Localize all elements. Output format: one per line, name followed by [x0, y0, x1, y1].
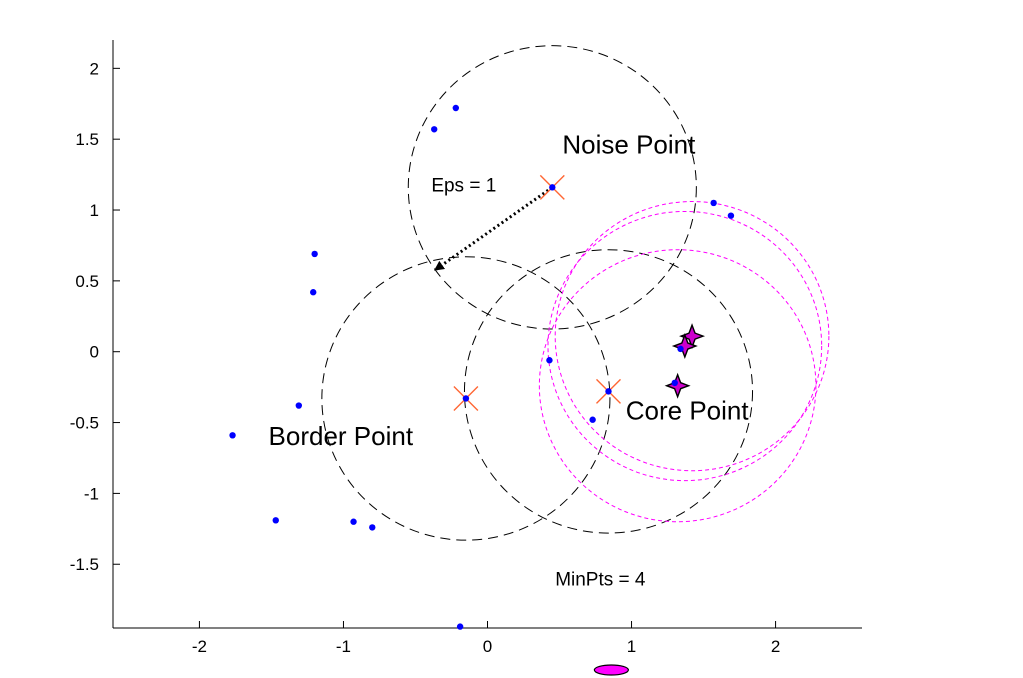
- data-point: [727, 212, 735, 219]
- noise-label: Noise Point: [562, 129, 696, 159]
- y-tick-label: -1.5: [70, 555, 99, 574]
- data-point: [710, 199, 717, 207]
- data-point: [369, 524, 376, 531]
- data-point: [272, 517, 279, 524]
- data-point: [452, 104, 460, 112]
- y-tick-label: 1: [90, 201, 99, 220]
- x-tick-label: 1: [627, 637, 636, 656]
- data-point: [456, 623, 464, 630]
- data-point: [295, 402, 303, 409]
- core-label: Core Point: [626, 396, 750, 426]
- x-tick-label: -2: [192, 637, 207, 656]
- data-point: [589, 416, 596, 423]
- eps-circle: [463, 249, 754, 534]
- eps-arrow: [434, 186, 554, 271]
- data-point: [310, 289, 317, 296]
- data-point: [605, 388, 612, 395]
- x-tick-label: -1: [336, 637, 351, 656]
- data-point: [350, 518, 357, 525]
- data-point: [311, 250, 318, 258]
- magenta-marker: [593, 664, 629, 676]
- core-neighborhood-circle: [547, 210, 823, 482]
- y-tick-label: -1: [84, 484, 99, 503]
- eps-label: Eps = 1: [431, 176, 496, 197]
- y-tick-label: 1.5: [75, 130, 99, 149]
- data-point: [462, 395, 470, 402]
- core-star-marker: [664, 372, 691, 399]
- x-tick-label: 0: [483, 637, 492, 656]
- y-tick-label: -0.5: [70, 414, 99, 433]
- data-point: [431, 126, 438, 133]
- minpts-label: MinPts = 4: [555, 569, 646, 590]
- data-point: [229, 432, 236, 439]
- y-tick-label: 0: [90, 343, 99, 362]
- data-point: [546, 357, 553, 364]
- border-label: Border Point: [269, 421, 414, 451]
- y-tick-label: 0.5: [75, 272, 99, 291]
- data-point: [677, 345, 684, 353]
- core-neighborhood-circle: [554, 201, 830, 472]
- eps-circle: [321, 256, 611, 541]
- data-point: [549, 184, 556, 191]
- data-point: [671, 379, 678, 387]
- x-tick-label: 2: [771, 637, 780, 656]
- core-star-marker: [671, 333, 698, 360]
- core-neighborhood-circle: [538, 249, 817, 523]
- y-tick-label: 2: [90, 59, 99, 78]
- eps-circle: [407, 45, 697, 330]
